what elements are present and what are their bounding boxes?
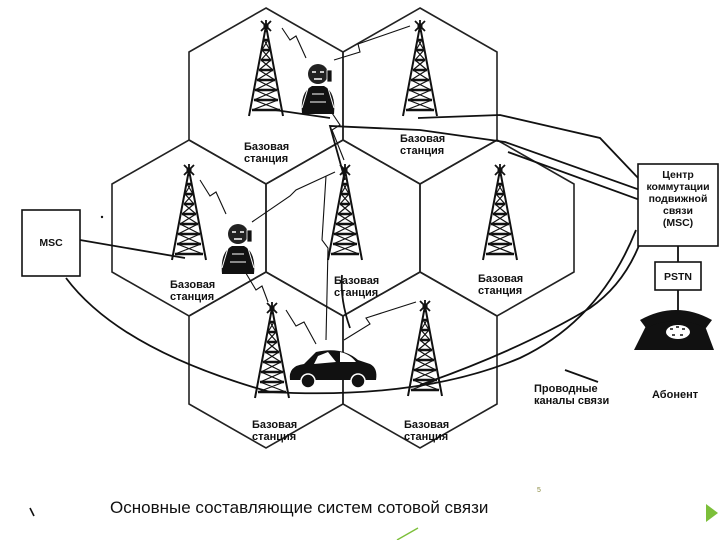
figure-caption: Основные составляющие систем сотовой свя… <box>110 498 488 517</box>
radio-links <box>199 25 417 345</box>
tower-icon <box>247 18 285 118</box>
telephone-icon <box>634 310 714 353</box>
radio-link <box>333 25 411 61</box>
wire-link <box>340 274 351 329</box>
person-with-phone-icon <box>301 63 335 115</box>
tower-icon <box>481 162 519 262</box>
pstn-box <box>654 261 702 291</box>
radio-link <box>329 109 345 161</box>
wire-link <box>507 151 641 201</box>
wired-links <box>65 109 679 395</box>
radio-link <box>199 179 227 215</box>
tower-icon <box>253 300 291 400</box>
wire-link <box>417 114 641 181</box>
tower-icon <box>170 162 208 262</box>
accent-line <box>396 527 419 540</box>
switching-center-box <box>637 163 719 247</box>
pstn-label: PSTN <box>664 271 692 283</box>
car-icon <box>289 349 378 389</box>
person-with-phone-icon <box>221 223 255 275</box>
tower-icon <box>406 298 444 398</box>
stray-mark <box>29 507 35 517</box>
stray-dot <box>100 215 104 219</box>
msc-box-left <box>21 209 81 277</box>
cell-hexagon <box>342 271 498 449</box>
msc-label-left: MSC <box>39 237 63 249</box>
cell-grid <box>111 7 575 449</box>
radio-link <box>251 171 336 223</box>
subscriber-label: Абонент <box>652 389 699 401</box>
radio-link <box>281 27 307 59</box>
wire-link <box>79 239 186 259</box>
radio-link <box>285 309 317 345</box>
page-number: 5 <box>537 487 541 494</box>
radio-link <box>321 175 329 341</box>
tower-icon <box>401 18 439 118</box>
radio-link <box>243 269 269 303</box>
wire-link <box>328 125 641 191</box>
radio-link <box>343 301 417 341</box>
wire-link <box>564 369 599 383</box>
wire-link <box>419 227 646 386</box>
wire-link <box>65 229 637 395</box>
cell-hexagon <box>342 7 498 185</box>
next-arrow-icon[interactable] <box>706 504 718 522</box>
